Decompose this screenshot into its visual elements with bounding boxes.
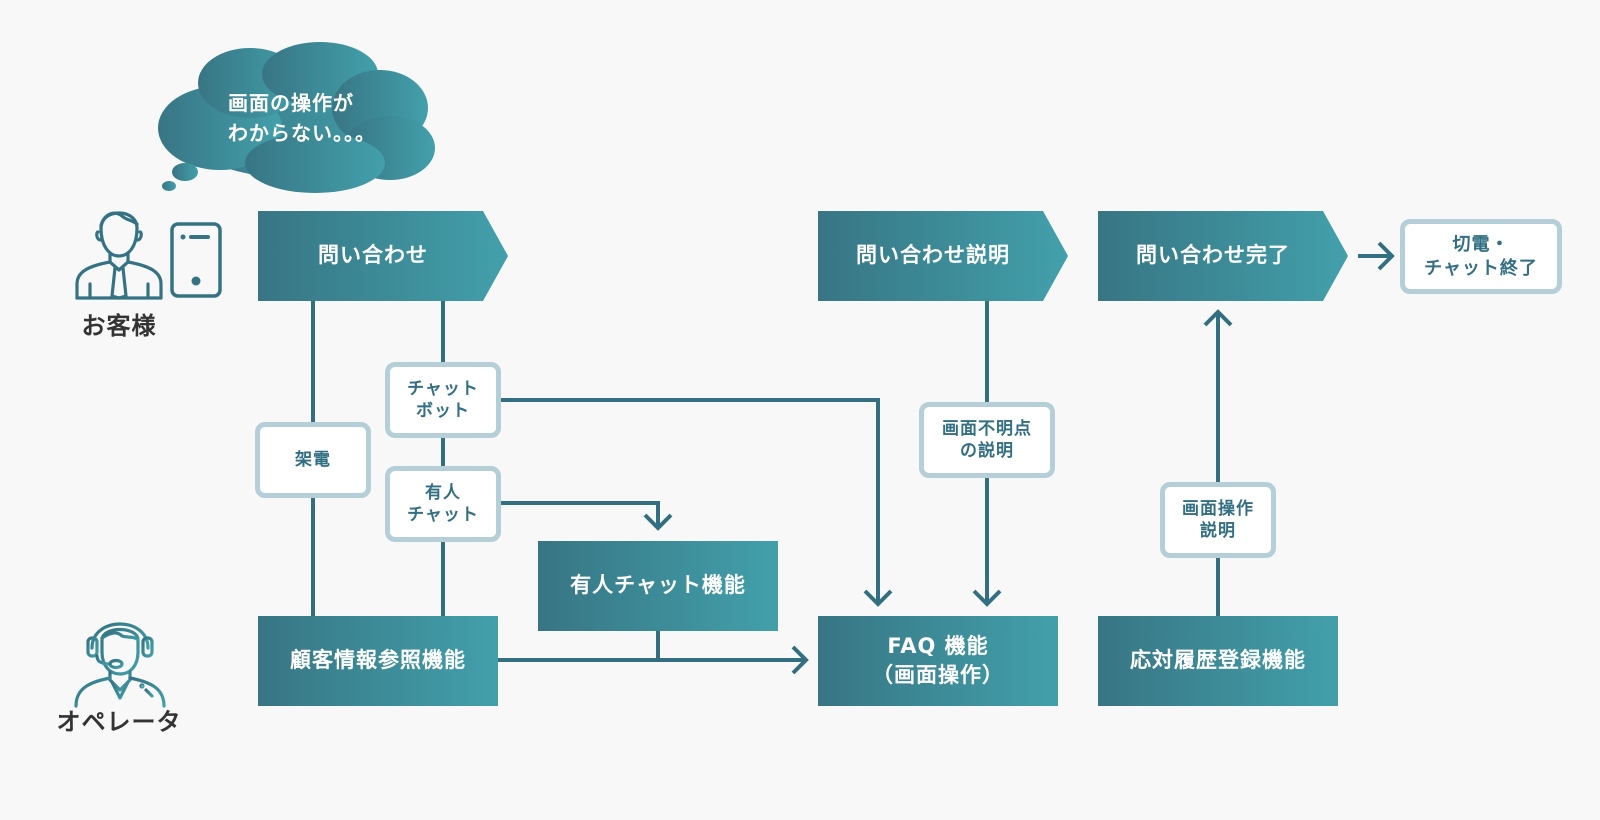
function-history: 応対履歴登録機能 bbox=[1098, 616, 1338, 706]
function-faq-label-line1: FAQ 機能 bbox=[887, 633, 989, 658]
headset-operator-icon bbox=[74, 622, 166, 708]
arrowhead-customerinfo-to-faq bbox=[791, 645, 809, 675]
actor-customer-label: お客様 bbox=[81, 312, 157, 340]
step-inquiry-explanation-label: 問い合わせ説明 bbox=[856, 243, 1010, 268]
arrowhead-humanchat-to-function bbox=[643, 513, 673, 531]
step-inquiry-complete: 問い合わせ完了 bbox=[1098, 211, 1348, 301]
arrowhead-chatbot-to-faq bbox=[863, 589, 893, 607]
channel-human-chat: 有人 チャット bbox=[385, 466, 501, 542]
function-human-chat: 有人チャット機能 bbox=[538, 541, 778, 631]
function-customer-info-label: 顧客情報参照機能 bbox=[290, 648, 466, 673]
line-chatbot-to-faq bbox=[496, 398, 880, 604]
businessman-icon bbox=[75, 211, 163, 300]
channel-screen-unclear: 画面不明点 の説明 bbox=[919, 402, 1055, 478]
function-customer-info: 顧客情報参照機能 bbox=[258, 616, 498, 706]
arrowhead-explanation-to-faq bbox=[972, 589, 1002, 607]
thought-cloud bbox=[158, 42, 435, 193]
channel-screen-operation: 画面操作 説明 bbox=[1160, 482, 1276, 558]
channel-phone: 架電 bbox=[255, 422, 371, 498]
actor-operator-label: オペレータ bbox=[56, 708, 182, 736]
channel-chatbot: チャット ボット bbox=[385, 362, 501, 438]
function-faq: FAQ 機能 （画面操作） bbox=[818, 616, 1058, 706]
step-inquiry-complete-label: 問い合わせ完了 bbox=[1136, 243, 1290, 268]
arrowhead-history-to-complete bbox=[1203, 309, 1233, 327]
line-humanchat-to-function bbox=[496, 501, 660, 528]
function-human-chat-label: 有人チャット機能 bbox=[570, 573, 746, 598]
step-inquiry: 問い合わせ bbox=[258, 211, 508, 301]
step-inquiry-label: 問い合わせ bbox=[318, 243, 428, 268]
function-history-label: 応対履歴登録機能 bbox=[1130, 648, 1306, 673]
thought-dot-small bbox=[162, 181, 176, 191]
thought-bubble-text: 画面の操作が わからない。。。 bbox=[228, 91, 376, 145]
step-inquiry-explanation: 問い合わせ説明 bbox=[818, 211, 1068, 301]
smartphone-icon bbox=[170, 222, 222, 298]
function-faq-label-line2: （画面操作） bbox=[872, 663, 1004, 687]
step-end: 切電・ チャット終了 bbox=[1400, 219, 1562, 294]
arrowhead-complete-to-end bbox=[1377, 241, 1395, 271]
thought-dot-large bbox=[172, 163, 198, 181]
